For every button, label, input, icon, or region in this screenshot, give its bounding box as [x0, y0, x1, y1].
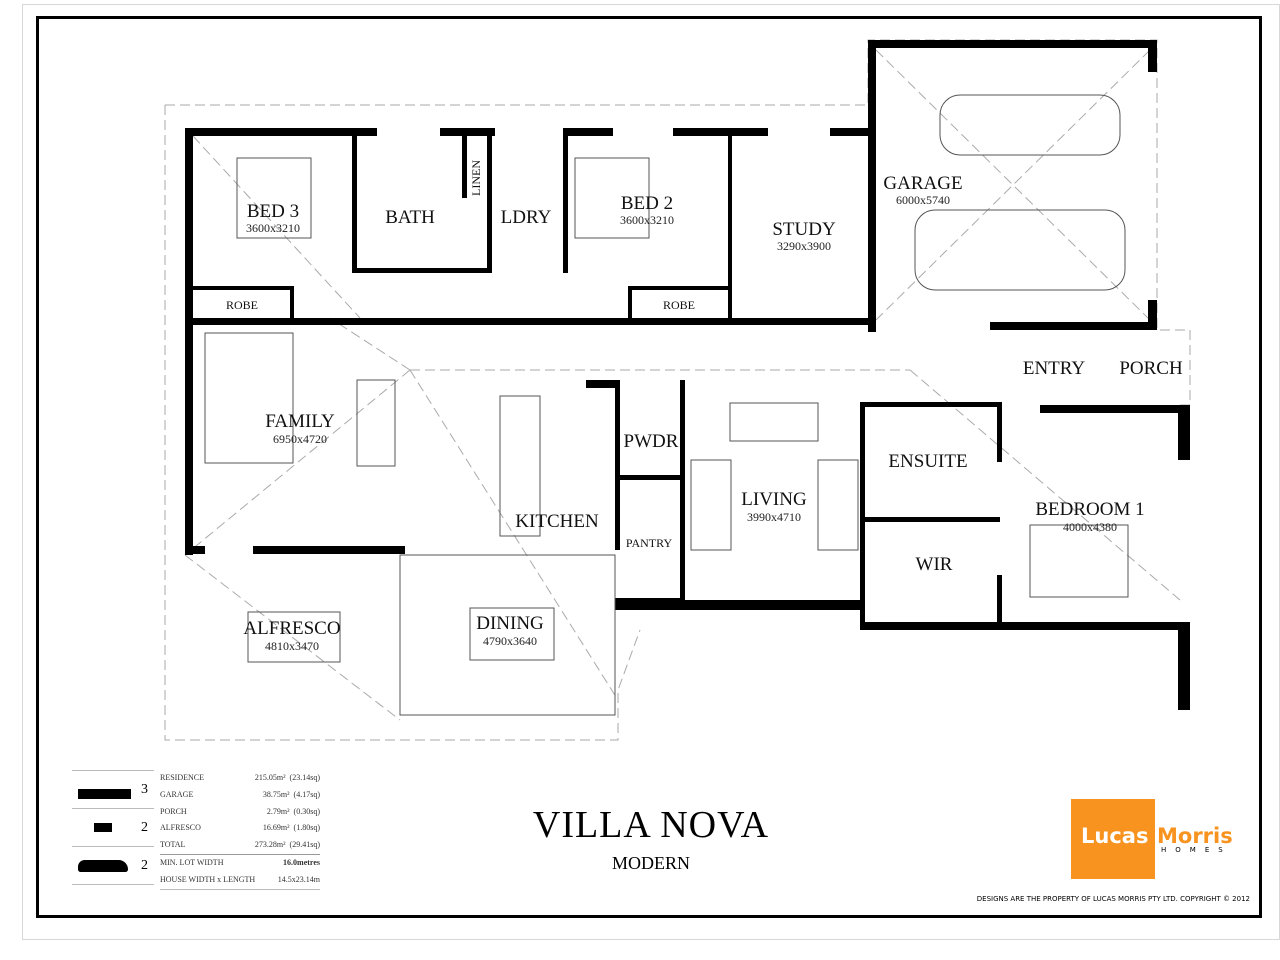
bedrooms-count: 3	[72, 770, 154, 809]
room-dims: 3600x3210	[246, 221, 300, 235]
car-icon	[78, 859, 128, 872]
summary-sq: (0.30sq)	[293, 806, 320, 816]
plan-subtitle: MODERN	[611, 853, 690, 873]
room-label: BED 2	[621, 193, 673, 214]
room-label: ALFRESCO	[243, 618, 340, 639]
summary-value: 14.5x23.14m	[277, 874, 320, 884]
room-label: PORCH	[1119, 358, 1183, 379]
summary-row: HOUSE WIDTH x LENGTH 14.5x23.14m	[160, 872, 320, 890]
room-labels: BED 3 3600x3210 BATH LINEN LDRY BED 2 36…	[226, 160, 1183, 653]
room-dims: 3290x3900	[777, 239, 831, 253]
room-label: FAMILY	[265, 411, 335, 432]
room-dims: 3600x3210	[620, 213, 674, 227]
plan-title: VILLA NOVA	[532, 804, 770, 846]
summary-row: ALFRESCO 16.69m² (1.80sq)	[160, 820, 320, 837]
summary-sq: (1.80sq)	[293, 823, 320, 833]
drawing-frame	[36, 16, 1262, 918]
summary-value: 38.75m²	[262, 789, 290, 799]
room-label: BED 3	[247, 201, 299, 222]
summary-sq: (4.17sq)	[293, 789, 320, 799]
room-dims: 4790x3640	[483, 634, 537, 648]
area-summary-table: RESIDENCE 215.05m² (23.14sq) GARAGE 38.75m…	[160, 770, 320, 890]
summary-value: 215.05m²	[254, 773, 286, 782]
furniture	[204, 94, 1129, 716]
summary-sq: (29.41sq)	[289, 840, 320, 850]
summary-label: PORCH	[160, 806, 187, 816]
summary-row: PORCH 2.79m² (0.30sq)	[160, 804, 320, 821]
summary-row: TOTAL 273.28m² (29.41sq)	[160, 837, 320, 855]
logo-text-homes: HOMES	[1161, 846, 1232, 854]
room-label: DINING	[476, 613, 544, 634]
cars-value: 2	[141, 857, 148, 873]
room-label: PWDR	[624, 431, 679, 452]
room-label: BATH	[385, 207, 435, 228]
room-label: ROBE	[663, 298, 695, 312]
bedrooms-value: 3	[141, 781, 148, 797]
bathrooms-value: 2	[141, 819, 148, 835]
room-label: GARAGE	[883, 173, 962, 194]
room-label: LINEN	[469, 160, 483, 196]
summary-label: RESIDENCE	[160, 773, 204, 782]
feature-icons: 3 2 2	[72, 770, 154, 885]
room-label: ENSUITE	[888, 451, 967, 472]
summary-row: MIN. LOT WIDTH 16.0metres	[160, 855, 320, 872]
summary-value: 273.28m²	[254, 840, 286, 850]
room-dims: 6000x5740	[896, 193, 950, 207]
bath-icon	[94, 823, 112, 832]
room-dims: 3990x4710	[747, 510, 801, 524]
summary-label: MIN. LOT WIDTH	[160, 857, 224, 867]
summary-label: GARAGE	[160, 789, 194, 799]
bed-icon	[78, 788, 131, 799]
copyright-notice: DESIGNS ARE THE PROPERTY OF LUCAS MORRIS…	[976, 895, 1250, 903]
walls	[185, 40, 1190, 710]
room-dims: 6950x4720	[273, 432, 327, 446]
room-label: LIVING	[741, 489, 807, 510]
room-label: STUDY	[772, 219, 836, 240]
room-label: WIR	[916, 554, 953, 575]
summary-row: RESIDENCE 215.05m² (23.14sq)	[160, 770, 320, 787]
page	[22, 4, 1280, 940]
summary-value: 2.79m²	[266, 806, 290, 816]
room-label: LDRY	[501, 207, 552, 228]
room-label: KITCHEN	[515, 511, 599, 532]
room-label: PANTRY	[626, 536, 673, 550]
room-dims: 4810x3470	[265, 639, 319, 653]
logo-text-morris: Morris	[1157, 824, 1233, 848]
cars-count: 2	[72, 847, 154, 885]
bathrooms-count: 2	[72, 809, 154, 847]
room-label: ENTRY	[1023, 358, 1086, 379]
summary-label: ALFRESCO	[160, 823, 201, 833]
brand-logo	[1071, 799, 1155, 879]
room-label: ROBE	[226, 298, 258, 312]
logo-text-lucas: Lucas	[1081, 824, 1149, 848]
summary-row: GARAGE 38.75m² (4.17sq)	[160, 787, 320, 804]
summary-label: HOUSE WIDTH x LENGTH	[160, 874, 256, 884]
room-dims: 4000x4380	[1063, 520, 1117, 534]
summary-value: 16.69m²	[262, 823, 290, 833]
room-label: BEDROOM 1	[1035, 499, 1144, 520]
summary-value: 16.0metres	[283, 857, 320, 867]
summary-sq: (23.14sq)	[289, 773, 320, 782]
summary-label: TOTAL	[160, 840, 186, 850]
